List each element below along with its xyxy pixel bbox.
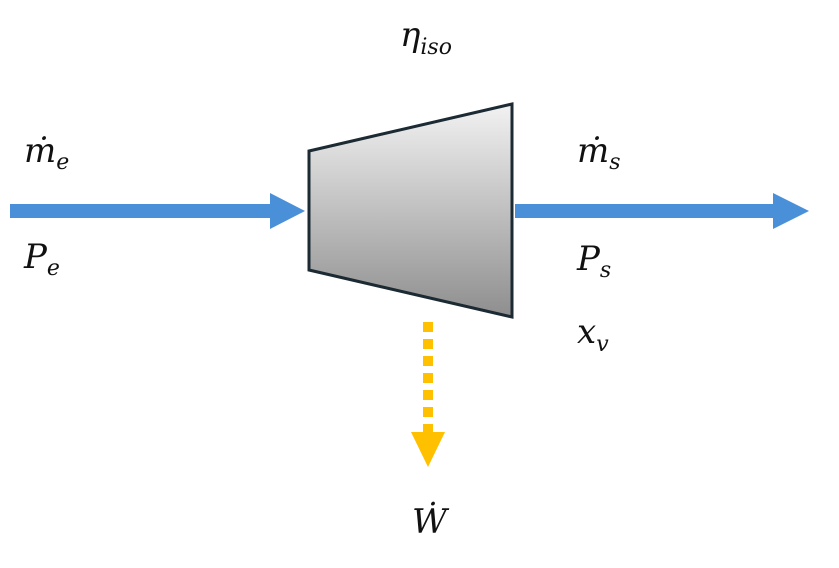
efficiency-label: ηiso bbox=[400, 15, 452, 60]
inlet-flow-arrow bbox=[10, 193, 305, 229]
outlet-pressure-label: Ps bbox=[576, 239, 611, 283]
work-label: Ẇ bbox=[412, 502, 450, 542]
outlet-mass-flow-label: ṁs bbox=[577, 131, 621, 175]
inlet-pressure-label: Pe bbox=[23, 237, 60, 281]
outlet-flow-arrow bbox=[515, 193, 809, 229]
inlet-mass-flow-label: ṁe bbox=[24, 131, 69, 175]
work-output-arrow bbox=[411, 322, 445, 467]
turbine-body bbox=[307, 102, 514, 319]
vapor-quality-label: xv bbox=[577, 312, 609, 357]
